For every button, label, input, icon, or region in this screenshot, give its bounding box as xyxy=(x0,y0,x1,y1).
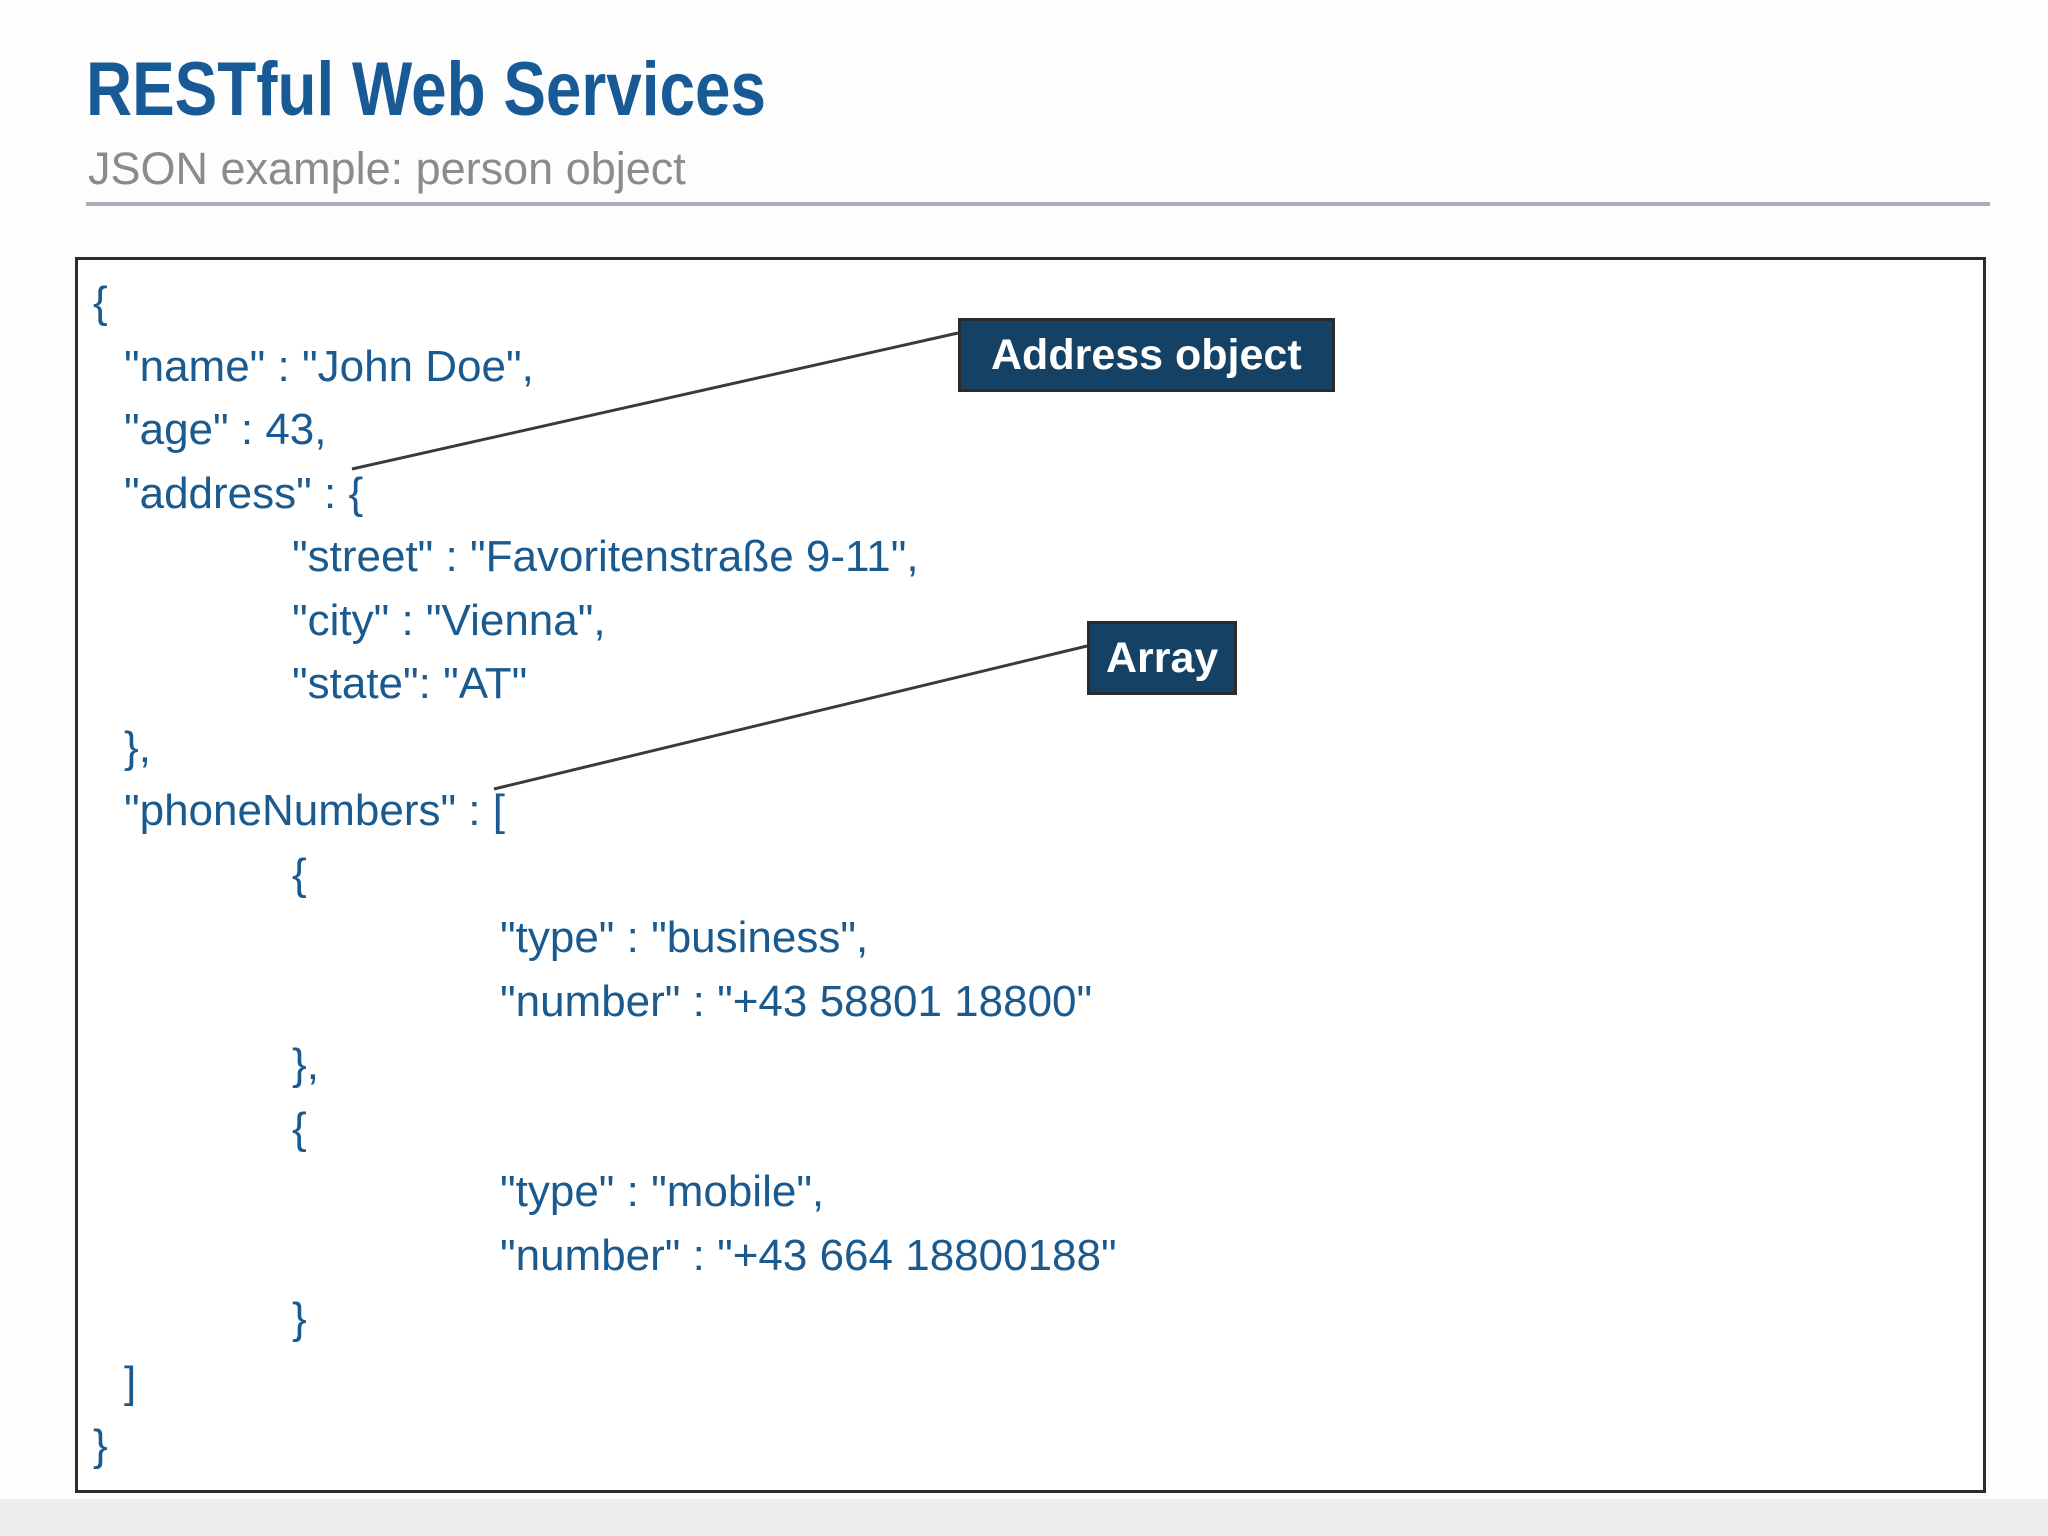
code-line: ] xyxy=(124,1357,137,1407)
code-line: "state": "AT" xyxy=(292,659,528,708)
code-line: "type" : "mobile", xyxy=(500,1167,825,1216)
code-line: "type" : "business", xyxy=(500,913,869,962)
code-line: "address" : { xyxy=(124,468,364,518)
code-line: }, xyxy=(292,1040,319,1089)
callout-address-object: Address object xyxy=(958,318,1335,392)
code-line: "number" : "+43 664 18800188" xyxy=(500,1230,1117,1280)
code-line: "street" : "Favoritenstraße 9-11", xyxy=(292,532,919,581)
code-line: { xyxy=(292,849,307,899)
code-line: } xyxy=(292,1294,307,1343)
code-line: }, xyxy=(124,722,151,772)
page-subtitle: JSON example: person object xyxy=(88,143,686,194)
code-line: "number" : "+43 58801 18800" xyxy=(500,976,1093,1026)
page-title: RESTful Web Services xyxy=(86,47,767,132)
callout-array: Array xyxy=(1087,621,1238,695)
code-line: "city" : "Vienna", xyxy=(292,595,606,645)
json-code-panel: {"name" : "John Doe","age" : 43,"address… xyxy=(75,257,1986,1493)
code-line: "phoneNumbers" : [ xyxy=(124,786,505,835)
code-line: "age" : 43, xyxy=(124,405,327,454)
code-line: } xyxy=(93,1421,108,1470)
title-divider xyxy=(86,202,1990,206)
code-line: { xyxy=(292,1103,307,1153)
code-line: { xyxy=(93,278,108,327)
bottom-strip xyxy=(0,1499,2048,1536)
code-lines: {"name" : "John Doe","age" : 43,"address… xyxy=(78,260,1983,1490)
